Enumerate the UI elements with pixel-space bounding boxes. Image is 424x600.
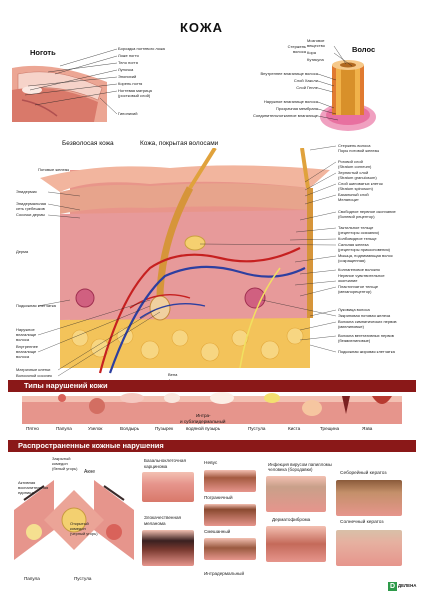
dermatofibroma-swatch bbox=[266, 526, 326, 562]
melanoma-swatch bbox=[142, 530, 194, 566]
vein-label: Вена bbox=[168, 372, 178, 377]
bcc-swatch bbox=[142, 472, 194, 502]
nail-heading: Ноготь bbox=[30, 48, 56, 57]
nail-illustration bbox=[12, 60, 107, 122]
publisher-logo: D ДЕЛЕНА bbox=[388, 582, 418, 592]
seborrheic-label: Себорейный кератоз bbox=[340, 471, 387, 476]
solar-keratosis-label: Солнечный кератоз bbox=[340, 520, 384, 525]
junctional-label: Пограничный bbox=[204, 495, 233, 500]
hpv-label: Инфекция вирусом папилломы bbox=[268, 462, 332, 467]
compound-label: Смешанный bbox=[204, 529, 231, 534]
melanoma-label-2: меланома bbox=[144, 521, 166, 526]
solar-keratosis-swatch bbox=[336, 530, 402, 566]
lesion-types-band bbox=[8, 380, 416, 392]
dermatofibroma-label: Дерматофиброма bbox=[272, 517, 311, 522]
intradermal-label: Интрадермальный bbox=[204, 571, 245, 576]
hair-heading: Волос bbox=[352, 45, 376, 54]
nevus-swatch bbox=[204, 470, 256, 492]
hpv-label-2: человека (бородавки) bbox=[268, 467, 313, 472]
bcc-label: Базальноклеточная bbox=[144, 458, 186, 463]
lesion-types-heading: Типы нарушений кожи bbox=[24, 381, 108, 390]
melanoma-label: Злокачественная bbox=[144, 515, 182, 520]
hairy-skin-label: Кожа, покрытая волосами bbox=[140, 140, 219, 147]
acne-illustration bbox=[14, 470, 134, 570]
hpv-swatch bbox=[266, 476, 326, 512]
hairless-skin-label: Безволосая кожа bbox=[62, 140, 114, 147]
seborrheic-swatch bbox=[336, 480, 402, 516]
lesion-types-strip bbox=[22, 392, 402, 424]
bcc-label-2: карцинома bbox=[144, 464, 168, 469]
page-title: КОЖА bbox=[180, 20, 224, 35]
disorders-band bbox=[8, 440, 416, 452]
publisher-logo-icon: D bbox=[388, 582, 397, 591]
disorders-heading: Распространенные кожные нарушения bbox=[18, 441, 164, 450]
compound-swatch bbox=[204, 538, 256, 560]
skin-block-illustration bbox=[40, 148, 330, 380]
hair-cross-section bbox=[318, 55, 378, 135]
publisher-name: ДЕЛЕНА bbox=[398, 583, 417, 588]
nevus-label: Невус bbox=[204, 461, 218, 466]
junctional-swatch bbox=[204, 504, 256, 526]
